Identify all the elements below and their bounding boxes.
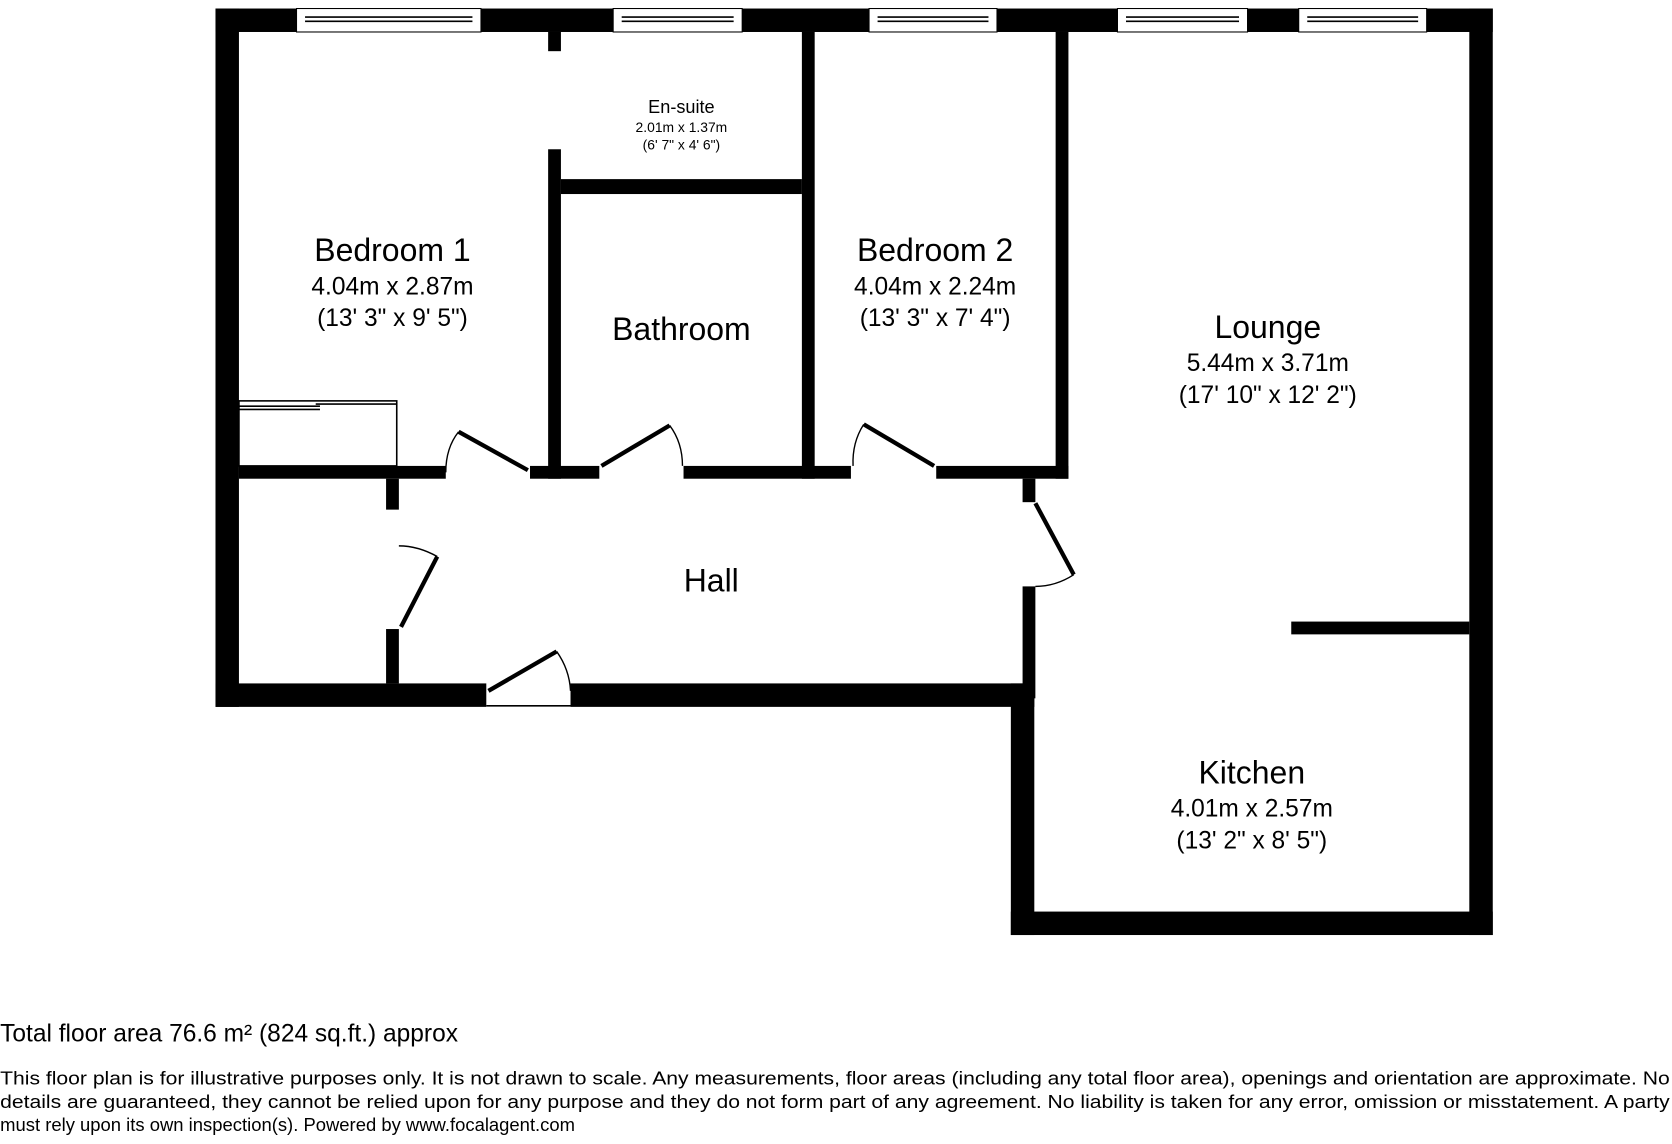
room-kitchen: Kitchen 4.01m x 2.57m (13' 2" x 8' 5") xyxy=(1171,755,1333,855)
window xyxy=(868,7,998,33)
room-metric: 4.01m x 2.57m xyxy=(1171,796,1333,823)
room-name: Bedroom 1 xyxy=(314,232,470,268)
room-name: Bathroom xyxy=(612,311,751,347)
room-name: Hall xyxy=(684,563,739,599)
room-metric: 4.04m x 2.87m xyxy=(311,273,473,300)
room-imperial: (13' 3" x 9' 5") xyxy=(317,305,468,332)
room-bedroom-2: Bedroom 2 4.04m x 2.24m (13' 3" x 7' 4") xyxy=(854,232,1016,332)
total-floor-area: Total floor area 76.6 m² (824 sq.ft.) ap… xyxy=(0,1021,458,1048)
room-bedroom-1: Bedroom 1 4.04m x 2.87m (13' 3" x 9' 5") xyxy=(311,232,473,332)
room-imperial: (17' 10" x 12' 2") xyxy=(1179,382,1357,409)
room-imperial: (6' 7" x 4' 6") xyxy=(643,136,721,152)
window xyxy=(295,7,482,33)
window xyxy=(1116,7,1249,33)
room-imperial: (13' 3" x 7' 4") xyxy=(860,305,1011,332)
room-hall: Hall xyxy=(684,563,739,599)
disclaimer-line: details are guaranteed, they cannot be r… xyxy=(0,1091,1671,1112)
window xyxy=(1298,7,1428,33)
room-name: Kitchen xyxy=(1198,755,1305,791)
room-bathroom: Bathroom xyxy=(612,311,751,347)
room-name: Bedroom 2 xyxy=(857,232,1013,268)
room-metric: 4.04m x 2.24m xyxy=(854,273,1016,300)
room-name: Lounge xyxy=(1214,309,1321,345)
room-metric: 2.01m x 1.37m xyxy=(636,119,728,135)
windows xyxy=(295,7,1428,33)
room-metric: 5.44m x 3.71m xyxy=(1187,350,1349,377)
disclaimer-line: This floor plan is for illustrative purp… xyxy=(0,1067,1670,1088)
room-lounge: Lounge 5.44m x 3.71m (17' 10" x 12' 2") xyxy=(1179,309,1357,409)
doors xyxy=(398,422,1076,707)
footer: Total floor area 76.6 m² (824 sq.ft.) ap… xyxy=(0,1021,1671,1136)
room-imperial: (13' 2" x 8' 5") xyxy=(1176,828,1327,855)
disclaimer-line: must rely upon its own inspection(s). Po… xyxy=(0,1114,575,1135)
room-ensuite: En-suite 2.01m x 1.37m (6' 7" x 4' 6") xyxy=(636,97,728,152)
walls xyxy=(215,8,1493,936)
room-name: En-suite xyxy=(648,97,714,117)
wardrobe xyxy=(238,400,398,467)
window xyxy=(612,7,743,33)
